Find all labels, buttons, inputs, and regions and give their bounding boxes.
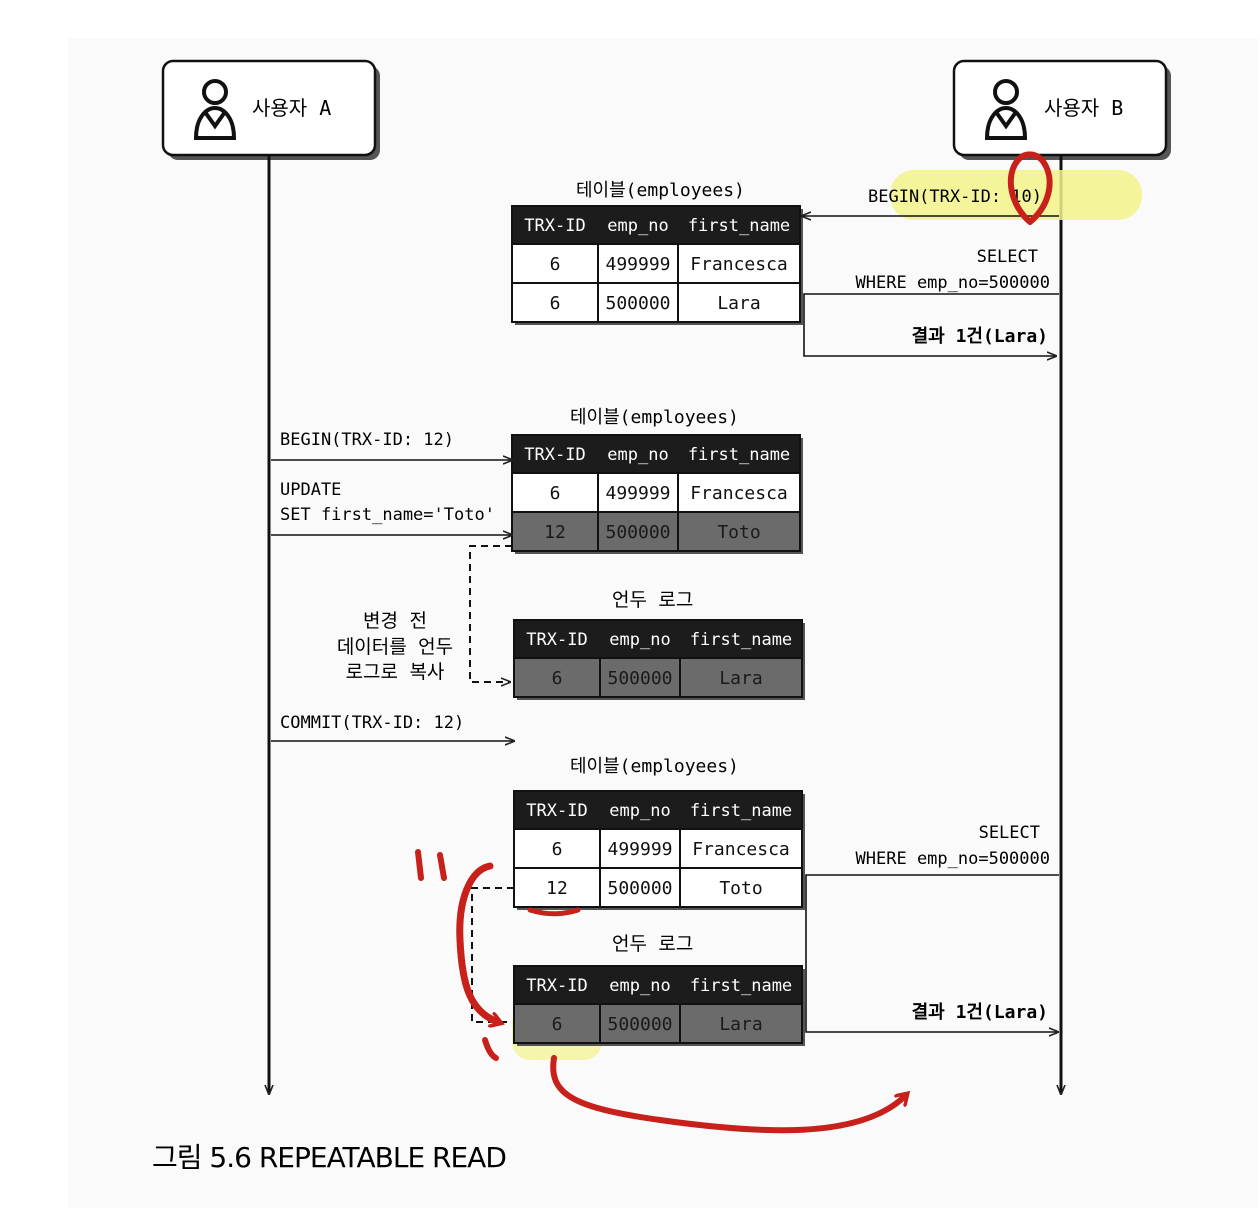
a-begin-label: BEGIN(TRX-ID: 12) [280,430,454,450]
result-2: 결과 1건(Lara) [912,1002,1048,1023]
table-cell-text: 6 [552,1014,563,1035]
user-b-box: 사용자 B [952,59,1171,160]
table-header-cell: TRX-ID [524,216,585,236]
copy-note-line: 변경 전 [363,610,427,632]
table-cell-text: Francesca [690,254,788,275]
red-tick [415,849,424,881]
copy-note: 변경 전 데이터를 언두 로그로 복사 [337,610,453,683]
table-cell-text: 6 [552,668,563,689]
user-a-label: 사용자 A [252,96,331,120]
table-cell-text: 500000 [607,878,672,899]
table-cell-text: 6 [550,483,561,504]
undo-title: 언두 로그 [612,589,693,611]
table-header-cell: emp_no [609,976,670,996]
user-icon [193,79,237,140]
b-begin-label: BEGIN(TRX-ID: 10) [868,187,1042,207]
undo-log-table-1: TRX-ID emp_no first_name 6 500000 Lara [513,619,805,700]
table-header-cell: first_name [690,630,792,650]
table-cell-text: Toto [717,522,760,543]
undo-log-table-2: TRX-ID emp_no first_name 6 500000 Lara [513,965,805,1046]
employees-table-3: TRX-ID emp_no first_name 6 499999 Francesca 12… [513,790,805,910]
red-circle-trx-10 [1007,151,1053,225]
table-title: 테이블(employees) [570,407,739,428]
table-cell-text: 6 [550,254,561,275]
select-line2: WHERE emp_no=500000 [856,849,1050,869]
table-cell-text: 12 [544,522,566,543]
table-cell [597,472,679,513]
table-cell-text: 6 [552,839,563,860]
table-cell-text: Toto [719,878,762,899]
table-cell [599,828,681,869]
table-cell-text: 500000 [605,522,670,543]
user-b-label: 사용자 B [1044,96,1123,120]
table-header-cell: TRX-ID [524,445,585,465]
table-cell-text: 500000 [607,1014,672,1035]
table-cell-text: 500000 [607,668,672,689]
result-1: 결과 1건(Lara) [912,326,1048,347]
highlight-trx-10 [890,170,1142,220]
table-header-cell: TRX-ID [526,630,587,650]
table-header-cell: first_name [688,216,790,236]
table-cell-text: Lara [719,668,762,689]
table-header-cell: emp_no [609,630,670,650]
table-header-cell: first_name [690,976,792,996]
user-a-box: 사용자 A [161,59,380,160]
table-cell [677,511,801,552]
employees-table-2: TRX-ID emp_no first_name 6 499999 Francesca 12… [511,434,803,554]
update-line1: UPDATE [280,480,341,500]
copy-to-undo-arrow [469,545,512,682]
table-cell-text: Lara [719,1014,762,1035]
table-cell-text: 6 [550,293,561,314]
red-tick [482,1037,499,1061]
red-annotations [415,151,1053,1134]
table-cell-text: 499999 [607,839,672,860]
undo-title: 언두 로그 [612,933,693,955]
table-header-cell: emp_no [609,801,670,821]
table-header-cell: first_name [690,801,792,821]
select-arrow-1 [803,293,1059,356]
table-header-cell: TRX-ID [526,801,587,821]
select-line1: SELECT [977,247,1038,267]
table-cell-text: Lara [717,293,760,314]
table-header-cell: emp_no [607,445,668,465]
update-line2: SET first_name='Toto' [280,505,495,525]
table-cell [597,511,679,552]
select-line1: SELECT [979,823,1040,843]
table-cell [511,243,599,284]
table-cell-text: 500000 [605,293,670,314]
table-cell [677,282,801,323]
copy-note-line: 로그로 복사 [346,661,445,683]
table-cell-text: Francesca [690,483,788,504]
employees-table-1: TRX-ID emp_no first_name 6 499999 Francesca 6 5… [511,205,803,325]
a-commit-label: COMMIT(TRX-ID: 12) [280,713,464,733]
table-title: 테이블(employees) [570,756,739,777]
table-cell-text: 499999 [605,254,670,275]
table-cell-text: 12 [546,878,568,899]
table-header-cell: emp_no [607,216,668,236]
table-header-cell: first_name [688,445,790,465]
red-underline [527,907,581,917]
red-arrow-to-result [550,1055,905,1134]
select-line2: WHERE emp_no=500000 [856,273,1050,293]
table-cell-text: 499999 [605,483,670,504]
table-title: 테이블(employees) [576,180,745,201]
select-arrow-2 [805,874,1059,1032]
copy-note-line: 데이터를 언두 [337,636,453,658]
red-tick [437,852,447,881]
table-header-cell: TRX-ID [526,976,587,996]
red-arrow-to-undo [456,862,498,1022]
figure-caption: 그림 5.6 REPEATABLE READ [152,1141,506,1174]
user-icon [984,79,1028,140]
table-cell-text: Francesca [692,839,790,860]
table-cell [511,511,599,552]
